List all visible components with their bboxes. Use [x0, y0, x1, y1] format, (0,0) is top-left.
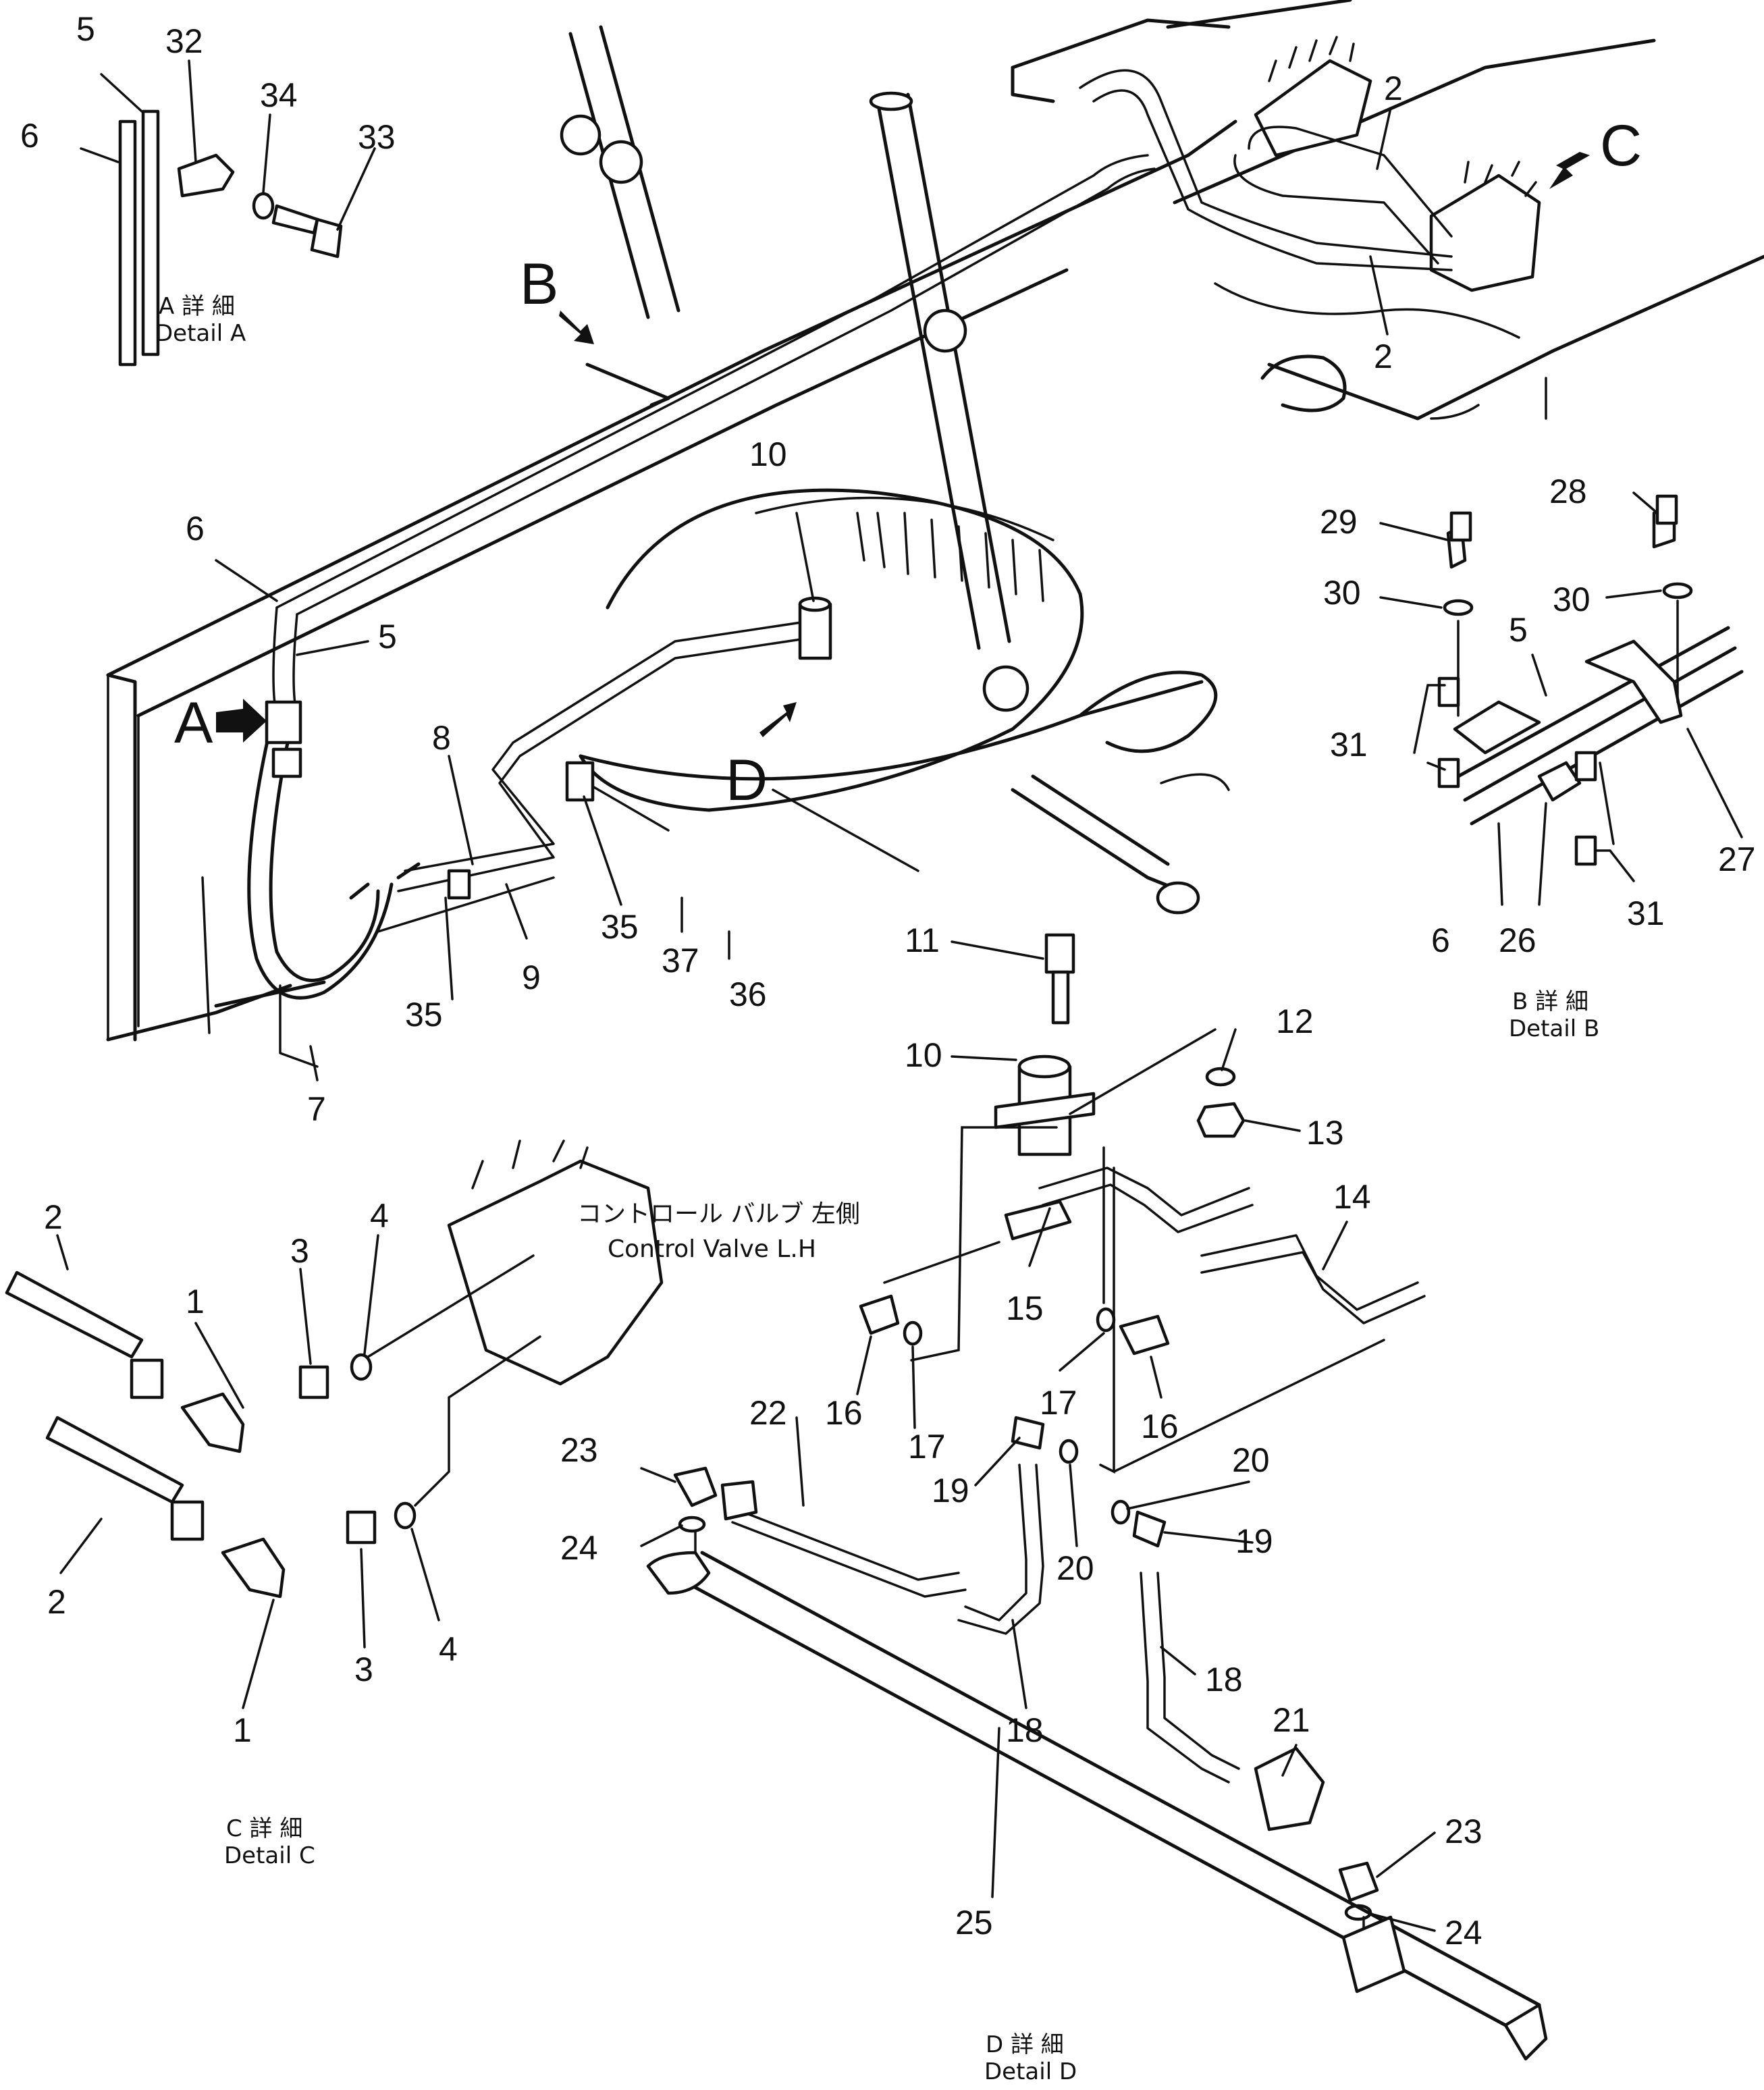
caption-detail-c-jp: C 詳 細 [226, 1815, 302, 1842]
caption-detail-b-en: Detail B [1509, 1015, 1599, 1042]
callout-13: 13 [1306, 1114, 1344, 1152]
callout-2-valve-top: 2 [1384, 70, 1403, 107]
callout-9: 9 [522, 959, 541, 996]
callout-37: 37 [662, 942, 699, 980]
callout-11: 11 [905, 921, 940, 959]
callout-31-left: 31 [1330, 726, 1368, 763]
callout-leaders [56, 59, 1743, 1932]
callout-1-detail-c-top: 1 [186, 1283, 205, 1320]
callout-19-right: 19 [1235, 1522, 1273, 1560]
callout-6-main: 6 [186, 510, 205, 547]
callout-5-detail-a: 5 [76, 10, 95, 48]
callout-2-detail-c-bottom: 2 [47, 1583, 66, 1621]
callout-26: 26 [1499, 921, 1536, 959]
control-valve-label-jp: コントロール バルブ 左側 [577, 1200, 860, 1228]
callout-34: 34 [260, 76, 298, 114]
callout-4-detail-c-bottom: 4 [439, 1630, 458, 1668]
caption-detail-c-en: Detail C [224, 1842, 315, 1869]
control-valve-label-en: Control Valve L.H [608, 1235, 816, 1263]
callout-8: 8 [432, 719, 451, 757]
callout-3-detail-c-top: 3 [290, 1232, 309, 1270]
arrow-d-icon [759, 702, 797, 737]
callout-29: 29 [1320, 503, 1358, 541]
callout-5-main: 5 [378, 618, 397, 655]
callout-labels: 5 32 34 33 6 2 2 10 6 5 8 35 35 9 37 36 … [20, 10, 1756, 1952]
callout-10-detail-d: 10 [905, 1036, 942, 1074]
detail-c [5, 1140, 664, 1599]
callout-18-left: 18 [1006, 1711, 1044, 1749]
caption-detail-a-jp: A 詳 細 [159, 293, 235, 320]
callout-19-left: 19 [932, 1472, 969, 1509]
view-arrow-b: B [520, 252, 558, 317]
arrow-a-icon [216, 699, 267, 743]
detail-b [1437, 494, 1744, 866]
caption-detail-d-jp: D 詳 細 [986, 2031, 1064, 2058]
callout-28: 28 [1549, 473, 1587, 510]
caption-detail-a-en: Detail A [155, 320, 246, 347]
callout-12: 12 [1276, 1002, 1314, 1040]
callout-36: 36 [729, 975, 767, 1013]
callout-32: 32 [165, 22, 203, 60]
callout-14: 14 [1333, 1178, 1371, 1216]
callout-35-left: 35 [405, 996, 443, 1034]
callout-7: 7 [307, 1090, 326, 1128]
detail-a [118, 109, 343, 367]
detail-d [646, 933, 1548, 2061]
callout-2-detail-c-top: 2 [44, 1198, 63, 1236]
arrow-b-icon [559, 311, 594, 344]
callout-24-left: 24 [560, 1529, 598, 1567]
caption-detail-d-en: Detail D [984, 2058, 1077, 2085]
callout-20-bottom: 20 [1057, 1549, 1094, 1587]
callout-24-right: 24 [1445, 1914, 1482, 1952]
callout-30-left: 30 [1323, 574, 1361, 612]
callout-5-detail-b: 5 [1509, 611, 1528, 649]
callout-22: 22 [749, 1394, 787, 1432]
callout-18-right: 18 [1205, 1661, 1243, 1698]
caption-detail-b-jp: B 詳 細 [1512, 988, 1588, 1015]
view-arrow-d: D [726, 748, 768, 813]
callout-21: 21 [1273, 1701, 1310, 1739]
callout-23-right: 23 [1445, 1813, 1482, 1850]
view-arrow-c: C [1600, 113, 1642, 178]
callout-6-detail-b: 6 [1431, 921, 1450, 959]
callout-25: 25 [955, 1904, 993, 1941]
callout-10-main: 10 [749, 435, 787, 473]
callout-23-left: 23 [560, 1431, 598, 1469]
callout-27: 27 [1718, 840, 1756, 878]
main-assembly [106, 0, 1764, 1068]
callout-17-left: 17 [908, 1428, 946, 1466]
view-arrow-labels: A B C D [174, 113, 1642, 813]
arrow-c-icon [1549, 152, 1590, 189]
callout-3-detail-c-bottom: 3 [354, 1651, 373, 1688]
detail-captions: A 詳 細 Detail A B 詳 細 Detail B C 詳 細 Deta… [155, 293, 1599, 2085]
view-arrow-a: A [174, 691, 213, 755]
callout-6-detail-a: 6 [20, 117, 39, 155]
callout-30-right: 30 [1553, 581, 1591, 618]
callout-2-valve-bottom: 2 [1374, 338, 1393, 375]
callout-4-detail-c-top: 4 [370, 1197, 389, 1235]
callout-1-detail-c-bottom: 1 [233, 1711, 252, 1749]
callout-16-right: 16 [1141, 1408, 1179, 1445]
callout-15: 15 [1006, 1289, 1044, 1327]
callout-20-top: 20 [1232, 1441, 1270, 1479]
callout-35-right: 35 [601, 908, 639, 946]
callout-17-right: 17 [1040, 1384, 1077, 1422]
callout-16-left: 16 [825, 1394, 863, 1432]
callout-33: 33 [358, 118, 396, 156]
callout-31-right: 31 [1627, 894, 1665, 932]
